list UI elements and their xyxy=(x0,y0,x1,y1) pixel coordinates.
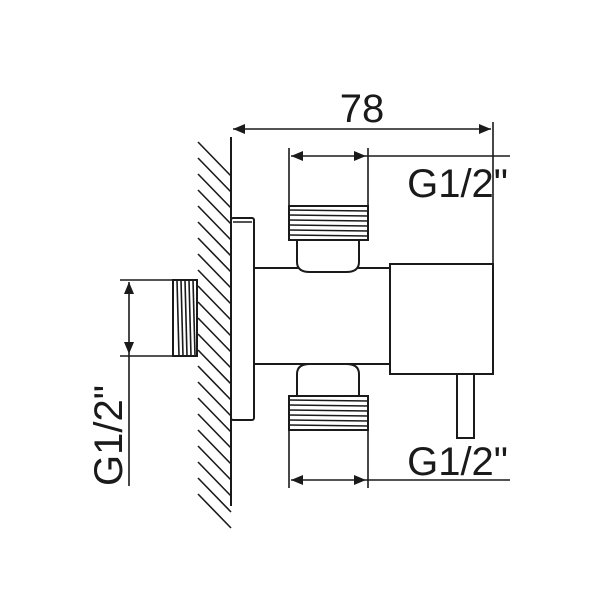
bottom-outlet xyxy=(288,363,369,431)
top-ridge xyxy=(288,234,369,237)
hatch-line xyxy=(197,205,232,241)
dim-inlet-label: G1/2" xyxy=(87,385,131,486)
wall-hatching xyxy=(197,141,232,529)
top-neck xyxy=(296,239,360,273)
bottom-ridge xyxy=(288,414,369,417)
dim-top-label: G1/2" xyxy=(407,162,508,206)
hatch-line xyxy=(197,301,232,337)
top-ridge xyxy=(288,214,369,217)
wall-flange xyxy=(230,217,255,421)
hatch-line xyxy=(197,477,232,513)
bottom-ridge xyxy=(288,419,369,422)
hatch-line xyxy=(197,173,232,209)
inlet-ridge xyxy=(180,279,184,357)
inlet-ridge xyxy=(184,279,188,357)
hatch-line xyxy=(197,141,232,177)
bottom-ridge xyxy=(288,409,369,412)
hatch-line xyxy=(197,493,232,529)
hatch-line xyxy=(197,333,232,369)
hatch-line xyxy=(197,349,232,385)
bottom-neck xyxy=(296,363,360,397)
dim-bottom-thread: G1/2" xyxy=(288,430,510,488)
hatch-line xyxy=(197,397,232,433)
top-outlet xyxy=(288,205,369,273)
hatch-line xyxy=(197,253,232,289)
dim-overall-length: 78 xyxy=(233,87,494,264)
hatch-line xyxy=(197,381,232,417)
dim-78-label: 78 xyxy=(340,87,385,131)
hatch-line xyxy=(197,189,232,225)
inlet-thread xyxy=(172,279,198,357)
bottom-thread-ridges xyxy=(288,399,369,427)
inlet-thread-ridges xyxy=(176,279,196,357)
top-ridge xyxy=(288,219,369,222)
hatch-line xyxy=(197,317,232,353)
top-ridge xyxy=(288,229,369,232)
bottom-ridge xyxy=(288,424,369,427)
top-thread-ridges xyxy=(288,209,369,237)
hatch-line xyxy=(197,461,232,497)
dim-bottom-label: G1/2" xyxy=(407,440,508,484)
inlet-ridge xyxy=(176,279,180,357)
bottom-thread-body xyxy=(288,395,369,431)
handle-housing xyxy=(389,263,494,375)
dim-inlet-thread: G1/2" xyxy=(87,279,173,486)
hatch-line xyxy=(197,269,232,305)
handle-lever xyxy=(456,373,475,439)
hatch-line xyxy=(197,413,232,449)
hatch-line xyxy=(197,157,232,193)
hatch-line xyxy=(197,429,232,465)
hatch-line xyxy=(197,445,232,481)
wall xyxy=(197,137,232,529)
hatch-line xyxy=(197,237,232,273)
hatch-line xyxy=(197,365,232,401)
hatch-line xyxy=(197,285,232,321)
bottom-ridge xyxy=(288,399,369,402)
inlet-ridge xyxy=(188,279,192,357)
hatch-line xyxy=(197,221,232,257)
bottom-ridge xyxy=(288,404,369,407)
top-ridge xyxy=(288,209,369,212)
dim-top-thread: G1/2" xyxy=(288,148,510,206)
top-ridge xyxy=(288,224,369,227)
valve-main-body xyxy=(253,267,391,365)
top-thread-body xyxy=(288,205,369,241)
inlet-ridge xyxy=(192,279,196,357)
